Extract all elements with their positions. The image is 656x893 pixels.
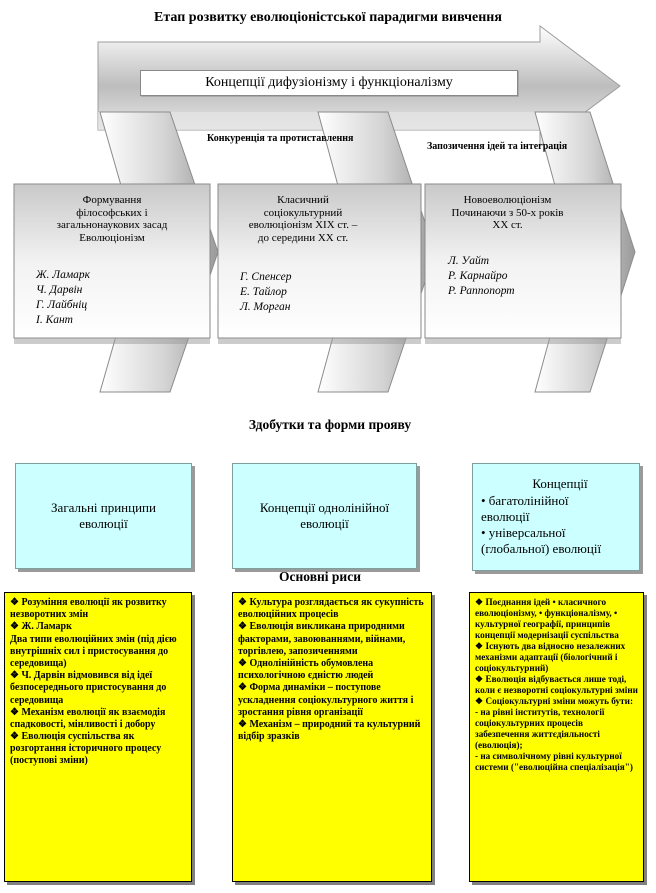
features-box-3: ❖ Поєднання ідей • класичного еволюціоні… <box>469 592 644 882</box>
stage-3-name: Р. Раппопорт <box>448 284 515 297</box>
feature-item: ❖ Однолінійність обумовлена психологічно… <box>238 657 374 682</box>
feature-item: ❖ Існують два відносно незалежних механі… <box>475 641 626 674</box>
feature-item: ❖ Механізм – природний та культурний від… <box>238 718 421 743</box>
stage-box-2 <box>217 183 422 339</box>
stage-3-names: Л. Уайт Р. Карнайро Р. Раппопорт <box>448 254 515 299</box>
stage-1-name: І. Кант <box>36 313 73 326</box>
competition-label: Конкуренція та протиставлення <box>207 133 354 144</box>
stage-1-name: Г. Лайбніц <box>36 298 88 311</box>
feature-item: Два типи еволюційних змін (під дією внут… <box>10 633 177 669</box>
features-box-2: ❖ Культура розглядається як сукупність е… <box>232 592 432 882</box>
features-box-1: ❖ Розуміння еволюції як розвитку незворо… <box>4 592 192 882</box>
feature-item: - на символічному рівні культурної систе… <box>475 751 633 773</box>
stage-1-label: Формування філософських і загальнонауков… <box>56 194 168 244</box>
stage-1-name: Ч. Дарвін <box>36 283 83 296</box>
stage-box-3 <box>424 183 622 339</box>
feature-item: ❖ Соціокультурні зміни можуть бути: <box>475 696 634 707</box>
feature-item: ❖ Культура розглядається як сукупність е… <box>238 597 424 621</box>
concept-box-2: Концепції однолінійної еволюції <box>232 463 417 569</box>
stage-3-name: Л. Уайт <box>448 255 490 267</box>
feature-item: ❖ Механізм еволюції як взаємодія спадков… <box>10 706 166 730</box>
achievements-title: Здобутки та форми прояву <box>248 417 412 432</box>
stage-1-names: Ж. Ламарк Ч. Дарвін Г. Лайбніц І. Кант <box>36 268 90 328</box>
feature-item: - на рівні інститутів, технології соціок… <box>475 707 605 751</box>
stage-2-names: Г. Спенсер Е. Тайлор Л. Морган <box>240 270 291 315</box>
stage-2-label: Класичний соціокультурний еволюціонізм X… <box>248 194 358 244</box>
feature-item: ❖ Поєднання ідей • класичного еволюціоні… <box>475 597 619 641</box>
feature-item: ❖ Розуміння еволюції як розвитку незворо… <box>10 597 167 621</box>
diagram-title: Етап розвитку еволюціоністської парадигм… <box>154 10 502 25</box>
stage-2-name: Е. Тайлор <box>240 285 287 298</box>
stage-3-name: Р. Карнайро <box>448 269 508 282</box>
concept-box-1: Загальні принципи еволюції <box>15 463 192 569</box>
stage-box-1 <box>13 183 211 339</box>
feature-item: ❖ Еволюція суспільства як розгортання іс… <box>10 731 162 767</box>
feature-item: ❖ Ч. Дарвін відмовився від ідеї безпосер… <box>10 670 167 706</box>
banner-label: Концепції дифузіонізму і функціоналізму <box>140 70 518 96</box>
feature-item: ❖ Форма динаміки – поступове ускладнення… <box>238 682 414 718</box>
feature-item: ❖ Еволюція викликана природними факторам… <box>238 621 406 657</box>
stage-2-name: Г. Спенсер <box>240 271 292 283</box>
concept-box-3: Концепції • багатолінійної еволюції • ун… <box>472 463 640 571</box>
stage-3-label: Новоеволюціонізм Починаючи з 50-х років … <box>451 194 564 232</box>
stage-2-name: Л. Морган <box>240 300 291 313</box>
stage-1-name: Ж. Ламарк <box>36 269 91 281</box>
features-title: Основні риси <box>279 569 361 584</box>
feature-item: ❖ Ж. Ламарк <box>10 621 72 633</box>
feature-item: ❖ Еволюція відбувається лише тоді, коли … <box>475 674 638 696</box>
integration-label: Запозичення ідей та інтеграція <box>427 141 568 152</box>
